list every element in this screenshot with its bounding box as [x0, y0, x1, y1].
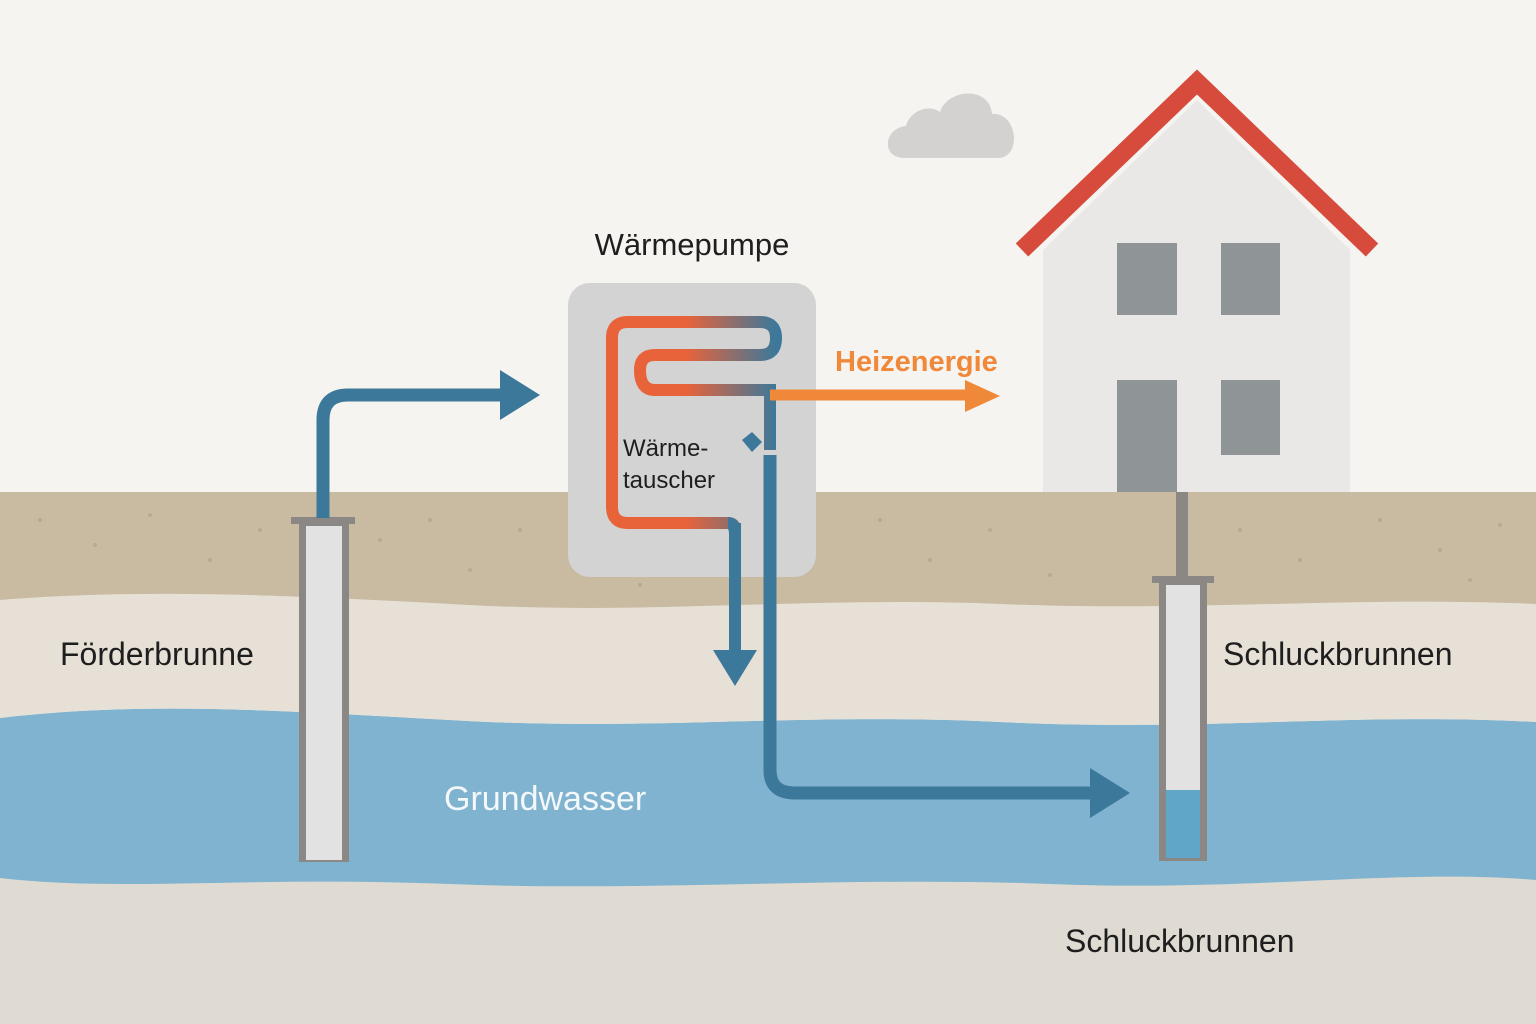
- well-pipe: [1176, 492, 1188, 580]
- production-well: [291, 517, 355, 862]
- house-window: [1221, 380, 1280, 455]
- heat-energy-arrow-icon: [965, 380, 1000, 412]
- heat-exchanger-coil: [606, 316, 783, 531]
- production-well-label: Förderbrunne: [60, 636, 254, 672]
- house: [1015, 69, 1379, 492]
- soil-specks: [38, 508, 1502, 587]
- well-cap: [1152, 576, 1214, 583]
- well-water: [1166, 790, 1200, 858]
- house-window: [1221, 243, 1280, 315]
- injection-well-label-right: Schluckbrunnen: [1223, 636, 1452, 672]
- down-arrow-icon: [713, 650, 757, 686]
- return-pipe: [763, 455, 1095, 800]
- cloud-icon: [887, 93, 1014, 158]
- groundwater-layer: [0, 708, 1536, 887]
- bedrock-layer: [0, 860, 1536, 1024]
- supply-arrow-icon: [500, 370, 540, 420]
- well-inner: [306, 526, 342, 860]
- heat-exchanger-label-line1: Wärme-: [623, 435, 708, 462]
- heating-energy-label: Heizenergie: [835, 346, 998, 378]
- return-arrow-icon: [1090, 768, 1130, 818]
- house-roof: [1015, 69, 1379, 257]
- valve-icon: [742, 432, 762, 452]
- well-cap: [291, 517, 355, 524]
- well-inner: [1166, 585, 1200, 790]
- injection-well: [1152, 492, 1214, 861]
- injection-well-label-bottom: Schluckbrunnen: [1065, 923, 1294, 959]
- heat-pump-label: Wärmepumpe: [595, 227, 790, 262]
- heat-exchanger-label-line2: tauscher: [623, 467, 715, 494]
- supply-pipe: [316, 388, 505, 518]
- house-window: [1117, 243, 1177, 315]
- house-door: [1117, 380, 1177, 492]
- groundwater-label: Grundwasser: [444, 780, 646, 818]
